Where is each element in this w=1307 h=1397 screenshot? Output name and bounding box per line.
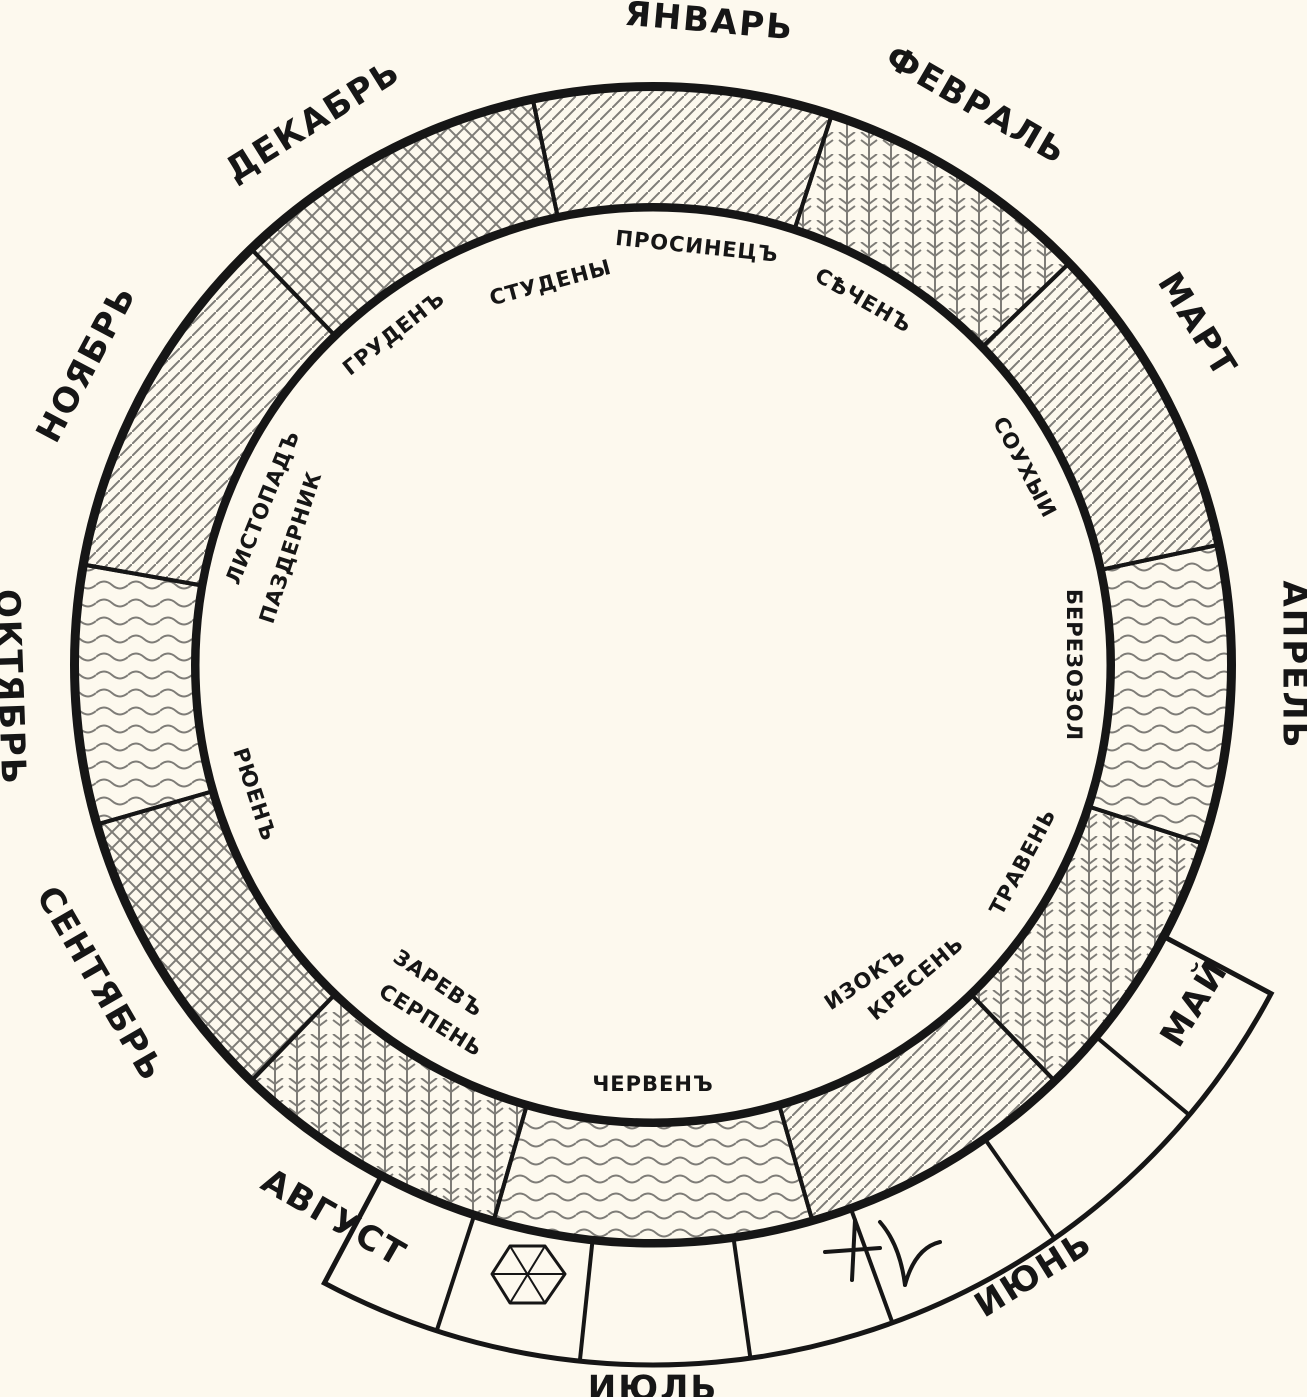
old-month-name-berezozol: БЕРЕЗОЗОЛ [1062,589,1086,741]
month-label-october: ОКТЯБРЬ [0,588,33,786]
month-label-april: АПРЕЛЬ [1275,580,1307,749]
sector-january [533,89,831,228]
old-month-name-cherven: ЧЕРВЕНЪ [592,1072,713,1096]
sector-july [494,1107,812,1241]
month-label-july: ИЮЛЬ [588,1369,719,1397]
month-label-march: МАРТ [1149,265,1245,385]
sector-october [77,565,211,824]
month-label-january: ЯНВАРЬ [623,0,796,48]
sector-april [1090,545,1229,843]
